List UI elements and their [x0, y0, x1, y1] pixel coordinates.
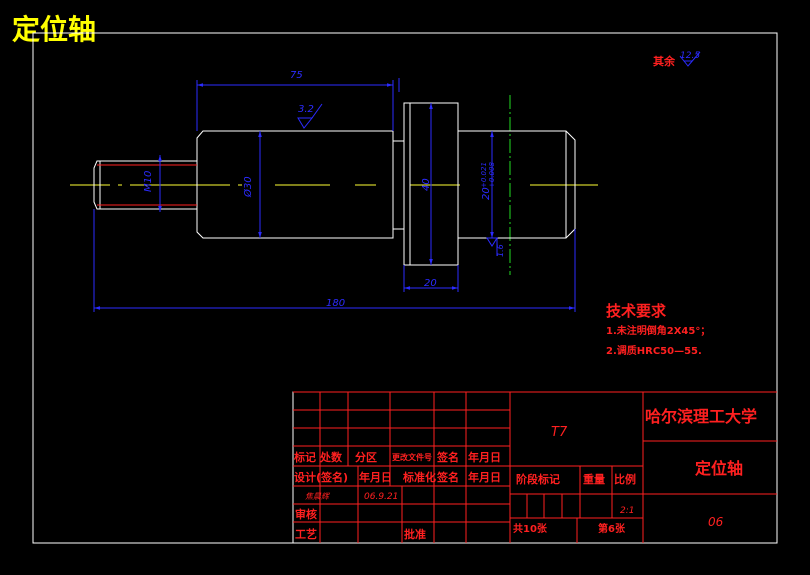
tb-date: 年月日: [468, 450, 501, 464]
dim-75-label: 75: [290, 70, 303, 81]
tb-date3: 年月日: [468, 470, 501, 484]
tb-total-sheets: 共10张: [513, 522, 548, 535]
dim-20-label: 20: [481, 187, 492, 200]
tb-design-date: 06.9.21: [364, 492, 398, 502]
dim-m10-label: M10: [143, 171, 154, 192]
tb-sheet-no: 第6张: [598, 522, 626, 535]
tb-process: 工艺: [295, 527, 317, 541]
roughness-3-2-label: 3.2: [298, 104, 314, 115]
tb-count: 处数: [319, 450, 343, 464]
tb-zone: 分区: [355, 450, 377, 464]
dim-180-lines: [93, 209, 576, 312]
tb-mark: 标记: [293, 450, 316, 464]
roughness-other-label: 其余: [653, 54, 676, 68]
tb-approve: 批准: [404, 527, 426, 541]
tech-req-heading: 技术要求: [606, 302, 667, 320]
roughness-1-6-label: 1.6: [496, 244, 505, 257]
tb-weight: 重量: [583, 472, 605, 486]
tb-ratio: 比例: [614, 472, 636, 486]
drawing-title: 定位轴: [12, 13, 96, 46]
roughness-symbol-icon: [679, 51, 701, 67]
tb-scale: 2:1: [620, 506, 634, 516]
tb-design: 设计(签名): [294, 470, 348, 484]
tb-part-name: 定位轴: [694, 459, 743, 478]
dim-75-lines: [196, 78, 400, 131]
title-block-grid: [292, 391, 778, 544]
tb-sign: 签名: [436, 450, 459, 464]
tb-standard: 标准化: [402, 470, 436, 484]
roughness-1-6-icon: [486, 237, 498, 256]
dim-dia30-label: Ø30: [242, 176, 254, 198]
dim-40-label: 40: [421, 178, 432, 191]
tb-review: 审核: [295, 507, 317, 521]
tb-change-doc: 更改文件号: [392, 452, 432, 462]
dim-20-tol-lower: +0.008: [488, 162, 496, 188]
tb-sign2: 签名: [436, 470, 459, 484]
dim-width20-label: 20: [424, 278, 437, 289]
tb-date2: 年月日: [359, 470, 392, 484]
tb-university: 哈尔滨理工大学: [645, 407, 757, 426]
thread-lines: [97, 164, 197, 206]
tech-req-item-1: 1.未注明倒角2X45°；: [606, 324, 710, 337]
dim-20-tol-upper: +0.021: [480, 162, 488, 188]
tech-req-item-2: 2.调质HRC50—55.: [606, 344, 702, 357]
roughness-3-2-icon: [297, 103, 323, 129]
dim-180-label: 180: [326, 298, 345, 309]
tb-material: T7: [551, 425, 568, 440]
dim-width20-lines: [403, 265, 459, 292]
shaft-outline: [93, 102, 576, 266]
tb-drawing-no: 06: [708, 515, 724, 529]
tb-designer-name: 焦晨辉: [305, 492, 331, 501]
tb-stage-mark: 阶段标记: [516, 472, 560, 486]
roughness-other-value: 12.5: [680, 51, 700, 61]
